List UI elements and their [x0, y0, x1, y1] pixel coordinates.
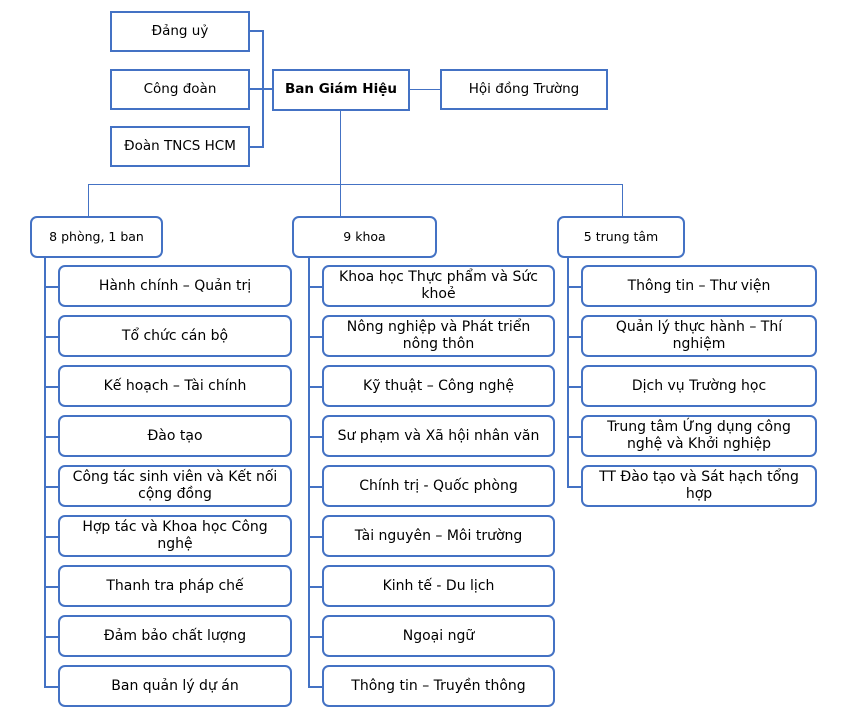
connector-bus-drop-middle [340, 184, 341, 216]
connector-stub-c2-2 [308, 336, 322, 338]
connector-affiliate-stub-3 [250, 146, 264, 148]
list-item[interactable]: Dịch vụ Trường học [581, 365, 817, 407]
list-item[interactable]: Sư phạm và Xã hội nhân văn [322, 415, 555, 457]
connector-spine-column-1 [44, 258, 46, 686]
list-item[interactable]: Hợp tác và Khoa học Công nghệ [58, 515, 292, 557]
list-item[interactable]: Kế hoạch – Tài chính [58, 365, 292, 407]
connector-executive-to-council [410, 89, 440, 90]
category-header-8-phong-1-ban[interactable]: 8 phòng, 1 ban [30, 216, 163, 258]
connector-stub-c1-7 [44, 586, 58, 588]
list-item[interactable]: Chính trị - Quốc phòng [322, 465, 555, 507]
list-item[interactable]: Kinh tế - Du lịch [322, 565, 555, 607]
connector-stub-c2-1 [308, 286, 322, 288]
list-item[interactable]: Đào tạo [58, 415, 292, 457]
list-item[interactable]: Thanh tra pháp chế [58, 565, 292, 607]
council-box-hoi-dong-truong[interactable]: Hội đồng Trường [440, 69, 608, 110]
list-item[interactable]: Đảm bảo chất lượng [58, 615, 292, 657]
connector-affiliate-stub-1 [250, 30, 264, 32]
connector-stub-c3-1 [567, 286, 581, 288]
connector-bus-drop-left [88, 184, 89, 216]
affiliate-box-cong-doan[interactable]: Công đoàn [110, 69, 250, 110]
connector-stub-c1-2 [44, 336, 58, 338]
connector-bus-drop-right [622, 184, 623, 216]
list-item[interactable]: Quản lý thực hành – Thí nghiệm [581, 315, 817, 357]
connector-affiliate-spine [262, 30, 264, 148]
list-item[interactable]: Tổ chức cán bộ [58, 315, 292, 357]
connector-stub-c2-5 [308, 486, 322, 488]
connector-stub-c2-9 [308, 686, 322, 688]
connector-executive-drop [340, 111, 341, 184]
connector-stub-c1-3 [44, 386, 58, 388]
list-item[interactable]: Tài nguyên – Môi trường [322, 515, 555, 557]
list-item[interactable]: Kỹ thuật – Công nghệ [322, 365, 555, 407]
connector-stub-c3-2 [567, 336, 581, 338]
list-item[interactable]: Nông nghiệp và Phát triển nông thôn [322, 315, 555, 357]
connector-stub-c1-8 [44, 636, 58, 638]
list-item[interactable]: Ngoại ngữ [322, 615, 555, 657]
list-item[interactable]: Thông tin – Truyền thông [322, 665, 555, 707]
list-item[interactable]: TT Đào tạo và Sát hạch tổng hợp [581, 465, 817, 507]
connector-stub-c3-3 [567, 386, 581, 388]
connector-main-bus [88, 184, 622, 185]
list-item[interactable]: Khoa học Thực phẩm và Sức khoẻ [322, 265, 555, 307]
category-header-9-khoa[interactable]: 9 khoa [292, 216, 437, 258]
connector-spine-column-2 [308, 258, 310, 686]
affiliate-box-doan-tncs-hcm[interactable]: Đoàn TNCS HCM [110, 126, 250, 167]
connector-spine-column-3 [567, 258, 569, 486]
connector-stub-c3-4 [567, 436, 581, 438]
category-header-5-trung-tam[interactable]: 5 trung tâm [557, 216, 685, 258]
connector-stub-c1-5 [44, 486, 58, 488]
affiliate-box-dang-uy[interactable]: Đảng uỷ [110, 11, 250, 52]
connector-stub-c1-4 [44, 436, 58, 438]
list-item[interactable]: Trung tâm Ứng dụng công nghệ và Khởi ngh… [581, 415, 817, 457]
list-item[interactable]: Thông tin – Thư viện [581, 265, 817, 307]
connector-stub-c2-3 [308, 386, 322, 388]
connector-stub-c2-4 [308, 436, 322, 438]
connector-stub-c3-5 [567, 486, 581, 488]
list-item[interactable]: Hành chính – Quản trị [58, 265, 292, 307]
connector-stub-c2-8 [308, 636, 322, 638]
connector-stub-c1-6 [44, 536, 58, 538]
list-item[interactable]: Công tác sinh viên và Kết nối cộng đồng [58, 465, 292, 507]
connector-stub-c1-9 [44, 686, 58, 688]
connector-stub-c2-6 [308, 536, 322, 538]
list-item[interactable]: Ban quản lý dự án [58, 665, 292, 707]
executive-box-ban-giam-hieu[interactable]: Ban Giám Hiệu [272, 69, 410, 111]
connector-stub-c2-7 [308, 586, 322, 588]
connector-stub-c1-1 [44, 286, 58, 288]
